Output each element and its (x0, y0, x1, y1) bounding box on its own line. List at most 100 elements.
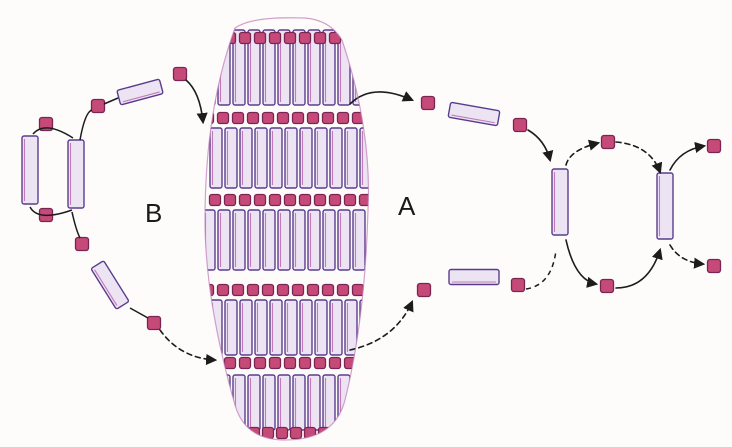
seed-bead-icon (353, 285, 364, 296)
seed-bead-icon (514, 119, 527, 132)
bugle-bead-icon (293, 375, 305, 430)
bugle-bead-icon (240, 300, 252, 355)
bugle-bead-icon (330, 300, 342, 355)
seed-bead-icon (255, 195, 266, 206)
seed-bead-icon (263, 285, 274, 296)
seed-bead-icon (248, 285, 259, 296)
bugle-bead-icon (449, 270, 499, 285)
seed-bead-icon (300, 358, 311, 369)
bugle-bead-icon (278, 375, 290, 430)
seed-bead-icon (270, 195, 281, 206)
seed-bead-icon (270, 358, 281, 369)
bugle-bead-icon (323, 375, 335, 430)
bugle-bead-icon (255, 300, 267, 355)
seed-bead-icon (285, 195, 296, 206)
seed-bead-icon (315, 358, 326, 369)
label-a: A (398, 191, 416, 221)
bugle-bead-icon (315, 300, 327, 355)
bugle-bead-icon (345, 300, 357, 355)
bugle-bead-icon (308, 375, 320, 430)
bugle-bead-icon (323, 210, 335, 270)
seed-bead-icon (338, 113, 349, 124)
seed-bead-icon (291, 428, 302, 439)
bugle-bead-icon (345, 128, 357, 188)
seed-bead-icon (308, 113, 319, 124)
bugle-bead-icon (308, 210, 320, 270)
seed-bead-icon (315, 195, 326, 206)
seed-bead-icon (233, 113, 244, 124)
seed-bead-icon (255, 358, 266, 369)
seed-bead-icon (270, 33, 281, 44)
bugle-bead-icon (285, 128, 297, 188)
bugle-bead-icon (338, 210, 350, 270)
seed-bead-icon (708, 260, 721, 273)
seed-bead-icon (248, 113, 259, 124)
bugle-bead-icon (255, 128, 267, 188)
seed-bead-icon (293, 285, 304, 296)
bugle-bead-icon (263, 210, 275, 270)
seed-bead-icon (602, 136, 615, 149)
bugle-bead-icon (225, 300, 237, 355)
bugle-bead-icon (263, 375, 275, 430)
seed-bead-icon (225, 195, 236, 206)
seed-bead-icon (330, 358, 341, 369)
seed-bead-icon (418, 284, 431, 297)
bugle-bead-icon (330, 128, 342, 188)
seed-bead-icon (278, 285, 289, 296)
bugle-bead-icon (210, 128, 222, 188)
seed-bead-icon (512, 279, 525, 292)
seed-bead-icon (277, 428, 288, 439)
bugle-bead-icon (233, 210, 245, 270)
bugle-bead-icon (270, 128, 282, 188)
bugle-bead-icon (300, 300, 312, 355)
seed-bead-icon (285, 358, 296, 369)
seed-bead-icon (255, 33, 266, 44)
bugle-bead-icon (218, 210, 230, 270)
seed-bead-icon (92, 100, 105, 113)
bugle-bead-icon (293, 210, 305, 270)
seed-bead-icon (225, 358, 236, 369)
bugle-bead-icon (552, 169, 568, 235)
seed-bead-icon (300, 195, 311, 206)
bugle-bead-icon (657, 173, 673, 239)
seed-bead-icon (278, 113, 289, 124)
seed-bead-icon (293, 113, 304, 124)
seed-bead-icon (285, 33, 296, 44)
seed-bead-icon (300, 33, 311, 44)
bugle-bead-icon (22, 136, 38, 204)
bugle-bead-icon (285, 300, 297, 355)
bugle-bead-icon (68, 140, 84, 208)
seed-bead-icon (263, 113, 274, 124)
bugle-bead-icon (248, 210, 260, 270)
seed-bead-icon (240, 195, 251, 206)
seed-bead-icon (422, 97, 435, 110)
seed-bead-icon (210, 195, 221, 206)
seed-bead-icon (708, 140, 721, 153)
bugle-bead-icon (353, 210, 365, 270)
seed-bead-icon (338, 285, 349, 296)
seed-bead-icon (76, 238, 89, 251)
seed-bead-icon (345, 195, 356, 206)
seed-bead-icon (323, 113, 334, 124)
seed-bead-icon (233, 285, 244, 296)
seed-bead-icon (601, 280, 614, 293)
seed-bead-icon (240, 358, 251, 369)
seed-bead-icon (218, 285, 229, 296)
seed-bead-icon (308, 285, 319, 296)
seed-bead-icon (315, 33, 326, 44)
bugle-bead-icon (270, 300, 282, 355)
seed-bead-icon (174, 68, 187, 81)
seed-bead-icon (330, 195, 341, 206)
bugle-bead-icon (300, 128, 312, 188)
seed-bead-icon (218, 113, 229, 124)
bugle-bead-icon (315, 128, 327, 188)
bugle-bead-icon (278, 210, 290, 270)
bugle-bead-icon (225, 128, 237, 188)
seed-bead-icon (148, 317, 161, 330)
label-b: B (145, 198, 162, 228)
bugle-bead-icon (248, 375, 260, 430)
seed-bead-icon (323, 285, 334, 296)
seed-bead-icon (240, 33, 251, 44)
